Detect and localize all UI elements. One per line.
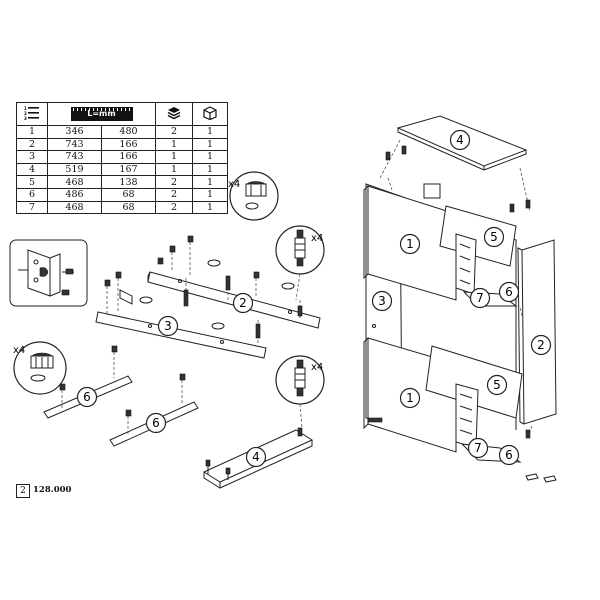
svg-text:6: 6 [505,448,513,462]
svg-text:4: 4 [252,450,260,464]
table-cell-a: 468 [47,175,102,189]
svg-text:7: 7 [474,441,482,455]
part-label-1-lower: 1 [399,387,421,409]
svg-text:5: 5 [490,230,498,244]
svg-text:7: 7 [476,291,484,305]
table-cell-b: 166 [101,137,156,152]
svg-text:5: 5 [493,378,501,392]
table-cell-qty: 2 [155,175,193,189]
table-cell-b: 138 [101,175,156,189]
ruler-label: L=mm [70,107,133,121]
table-cell-a: 468 [47,200,102,215]
product-code: 128.000 [33,485,72,495]
table-cell-pack: 1 [192,137,228,152]
svg-text:1: 1 [406,237,414,251]
cam-lock-callout-left [13,341,67,395]
svg-text:3: 3 [24,116,27,120]
dowel-callout-top [275,225,325,301]
table-cell-b: 167 [101,162,156,177]
table-cell-no: 1 [16,125,48,139]
table-cell-no: 6 [16,187,48,202]
table-cell-qty: 2 [155,200,193,215]
table-cell-a: 519 [47,162,102,177]
table-cell-pack: 1 [192,162,228,177]
svg-text:2: 2 [537,338,545,352]
table-cell-qty: 1 [155,137,193,152]
part-label-7-lower: 7 [467,437,489,459]
table-cell-a: 743 [47,150,102,164]
table-cell-qty: 2 [155,125,193,139]
part-label-1-upper: 1 [399,233,421,255]
table-cell-b: 68 [101,200,156,215]
table-cell-no: 5 [16,175,48,189]
part-label-3-right: 3 [371,290,393,312]
svg-text:1: 1 [406,391,414,405]
table-cell-b: 480 [101,125,156,139]
table-cell-pack: 1 [192,187,228,202]
table-cell-a: 486 [47,187,102,202]
svg-text:1: 1 [24,106,27,111]
list-icon: 1 2 3 [16,102,48,126]
svg-text:6: 6 [505,285,513,299]
part-label-5-upper: 5 [483,226,505,248]
dowel-callout-bottom [275,355,325,429]
svg-text:3: 3 [378,294,386,308]
part-label-2-left: 2 [232,292,254,314]
part-label-7-upper: 7 [469,287,491,309]
table-cell-no: 3 [16,150,48,164]
svg-text:4: 4 [456,133,464,147]
table-cell-a: 743 [47,137,102,152]
table-cell-a: 346 [47,125,102,139]
part-label-5-lower: 5 [486,374,508,396]
table-cell-b: 166 [101,150,156,164]
part-label-6-upper: 6 [498,281,520,303]
svg-text:6: 6 [152,416,160,430]
step-number: 2 [16,484,30,498]
table-cell-pack: 1 [192,175,228,189]
table-cell-qty: 1 [155,162,193,177]
table-cell-no: 7 [16,200,48,215]
svg-text:2: 2 [24,111,27,116]
ruler-icon: L=mm [47,102,156,126]
part-label-6-lower: 6 [498,444,520,466]
panel-3-left [95,257,267,359]
part-label-6-left-b: 6 [145,412,167,434]
table-cell-qty: 2 [155,187,193,202]
table-cell-pack: 1 [192,200,228,215]
cabinet-assembly [363,177,557,483]
layers-icon [155,102,193,126]
dowel-qty-bottom: x4 [311,362,323,373]
table-cell-no: 4 [16,162,48,177]
table-cell-b: 68 [101,187,156,202]
part-label-4-bottom: 4 [245,446,267,468]
parts-table: 1 2 3 L=mm [16,102,228,215]
part-label-4-top: 4 [449,129,471,151]
svg-text:2: 2 [239,296,247,310]
table-cell-pack: 1 [192,125,228,139]
box-icon [192,102,228,126]
part-label-3-left: 3 [157,315,179,337]
table-cell-qty: 1 [155,150,193,164]
cam-lock-callout-top [229,171,279,221]
cam-qty-left: x4 [13,345,25,356]
table-cell-pack: 1 [192,150,228,164]
part-label-6-left-a: 6 [76,386,98,408]
dowel-qty-top: x4 [311,233,323,244]
svg-text:3: 3 [164,319,172,333]
cam-qty-top: x4 [228,179,240,190]
svg-text:6: 6 [83,390,91,404]
bracket-detail-inset [9,239,88,307]
part-label-2-right: 2 [530,334,552,356]
table-cell-no: 2 [16,137,48,152]
